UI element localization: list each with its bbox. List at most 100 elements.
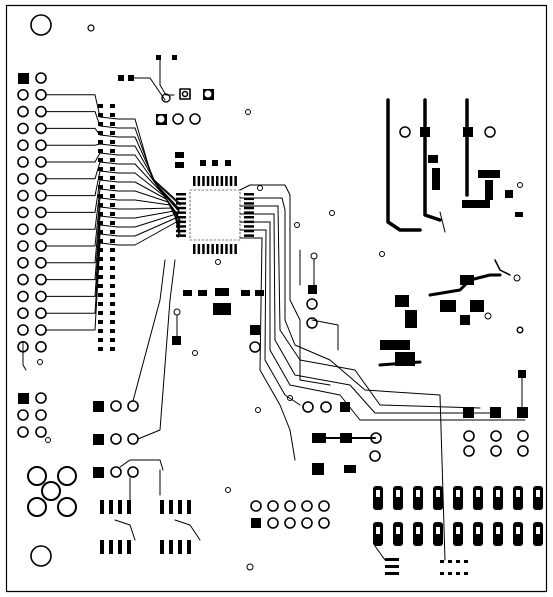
qfp-pad xyxy=(176,193,186,196)
resistor-mark xyxy=(416,527,420,534)
qfp-pad xyxy=(244,216,254,219)
resistor-pad xyxy=(513,486,523,510)
header-pad xyxy=(35,290,47,303)
lower-left-soic-packages xyxy=(100,469,201,554)
smd-pad xyxy=(98,230,103,234)
fanout-trace xyxy=(45,197,180,247)
header-pad xyxy=(35,189,47,202)
smd-pad xyxy=(98,347,103,351)
header-pad xyxy=(35,223,47,235)
smd-pad xyxy=(110,149,115,153)
bottom-center-header xyxy=(246,500,330,571)
qfp-pad xyxy=(220,244,224,254)
soic-pad xyxy=(118,500,122,514)
soic-trace xyxy=(114,519,136,541)
via xyxy=(255,407,261,413)
header-pad xyxy=(17,240,29,252)
soic-pad xyxy=(100,500,104,514)
resistor-pad xyxy=(373,486,383,510)
tiny-pad xyxy=(440,560,444,563)
header-pad xyxy=(17,223,29,235)
qfp-pad xyxy=(244,225,254,228)
header-pad xyxy=(17,324,29,336)
qfp-pad xyxy=(176,220,186,224)
soic-pad xyxy=(118,540,122,554)
smd-pad xyxy=(98,203,103,207)
smd-pad xyxy=(98,320,103,324)
qfp-pad xyxy=(229,176,233,186)
qfp-pad xyxy=(211,176,214,186)
header-pad xyxy=(35,89,47,101)
smd-pad xyxy=(110,284,115,288)
smd-pad xyxy=(98,338,103,342)
smd-pad xyxy=(110,347,115,351)
via xyxy=(215,259,221,265)
right-header xyxy=(463,370,529,457)
smd-pad xyxy=(98,302,103,306)
soic-pad xyxy=(178,540,182,554)
qfp-pad xyxy=(197,244,201,254)
smd-pad xyxy=(110,185,115,189)
resistor-mark xyxy=(376,490,380,497)
resistor-mark xyxy=(536,527,540,534)
smd-pad xyxy=(98,185,103,189)
mounting-hole-top-left xyxy=(30,14,52,36)
header-pad xyxy=(17,256,29,269)
tiny-pad xyxy=(464,572,468,575)
resistor-mark xyxy=(476,527,480,534)
smd-pad xyxy=(110,113,115,117)
small-pad xyxy=(385,565,399,568)
qfp-pad xyxy=(244,197,254,201)
lower-left-header xyxy=(17,392,51,443)
smd-pad xyxy=(110,221,115,225)
fanout-trace xyxy=(45,170,180,218)
qfp-pad xyxy=(202,244,205,254)
qfp-pad xyxy=(211,244,214,254)
qfp-pad xyxy=(176,234,186,237)
smd-pad xyxy=(98,248,103,252)
resistor-mark xyxy=(436,490,440,497)
fanout-trace xyxy=(45,188,179,230)
smd-pad xyxy=(110,122,115,126)
soic-pad xyxy=(127,500,131,514)
qfp-pad xyxy=(244,229,254,233)
header-trace xyxy=(22,341,27,371)
smd-pad xyxy=(98,329,103,333)
header-pad xyxy=(17,89,29,101)
smd-pad xyxy=(110,176,115,180)
mounting-holes xyxy=(30,14,95,567)
header-pad xyxy=(17,307,29,320)
smd-pad xyxy=(98,293,103,297)
via xyxy=(517,327,523,333)
qfp-pad xyxy=(197,176,201,186)
tiny-pad xyxy=(448,560,452,563)
resistor-mark xyxy=(396,490,400,497)
bnc-connector xyxy=(27,466,77,517)
header-pad xyxy=(35,72,47,84)
smd-pad xyxy=(98,176,103,180)
header-pad xyxy=(17,206,29,219)
header-pad xyxy=(35,273,47,286)
smd-pad xyxy=(110,293,115,297)
qfp-pad xyxy=(234,176,237,186)
header-pad xyxy=(35,240,47,252)
fanout-trace xyxy=(45,161,179,216)
resistor-mark xyxy=(436,527,440,534)
header-pad xyxy=(35,105,47,118)
smd-pad xyxy=(98,257,103,261)
smd-pad xyxy=(98,122,103,126)
resistor-pad xyxy=(533,486,543,510)
header-pad-square xyxy=(18,73,29,84)
smd-pad xyxy=(110,266,115,270)
smd-pad xyxy=(110,131,115,135)
soic-pad xyxy=(178,500,182,514)
qfp-pad xyxy=(225,176,228,186)
smd-pad xyxy=(98,212,103,216)
smd-pad xyxy=(98,140,103,144)
header-pad xyxy=(35,340,47,353)
via xyxy=(245,109,251,115)
left-pin-header xyxy=(17,72,47,371)
header-pad xyxy=(35,206,47,219)
